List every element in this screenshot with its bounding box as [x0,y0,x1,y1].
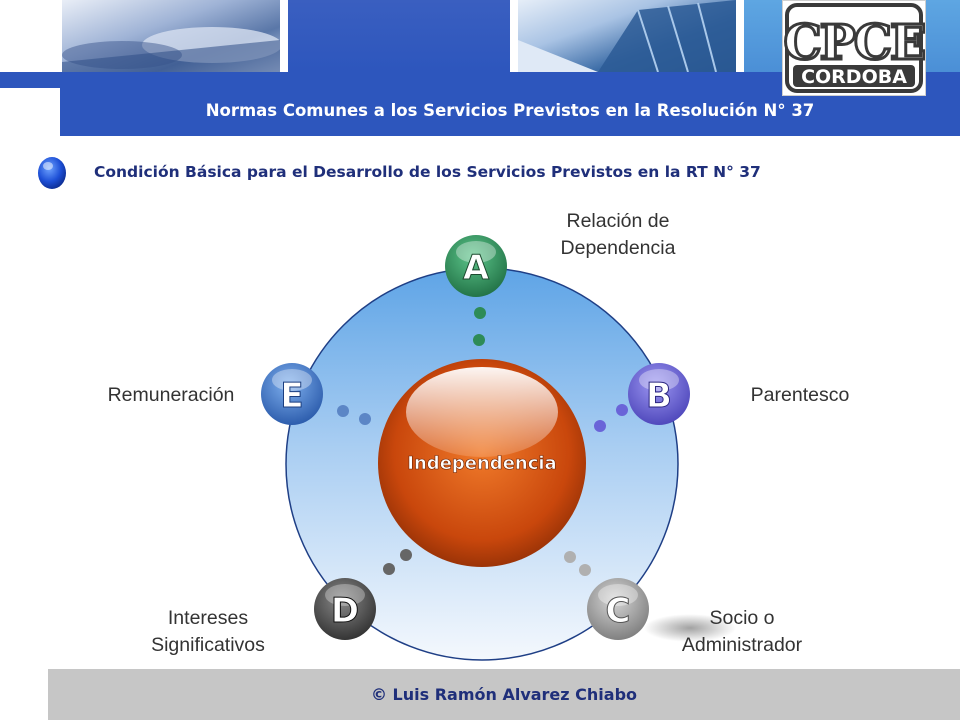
header-photo-building [518,0,736,72]
node-e-label: Remuneración [86,382,256,409]
node-c: C [587,578,736,642]
header-accent-gap [0,72,60,88]
connector-dots-d [383,549,412,575]
center-node: Independencia [378,359,586,567]
node-e-label-line1: Remuneración [107,384,235,406]
node-c-label-line1: Socio o [709,607,775,629]
header-photo-keyboard [62,0,280,72]
cpce-logo: CPCE CORDOBA [782,0,928,96]
bullet-icon [38,157,66,189]
node-b-letter: B [646,376,672,416]
footer-bar [48,669,960,720]
logo-text-sub: CORDOBA [801,66,907,88]
node-a-letter: A [463,248,490,288]
page-title: Normas Comunes a los Servicios Previstos… [205,101,815,120]
node-d-label: Intereses Significativos [118,605,298,659]
node-a-label-line2: Dependencia [560,237,676,259]
node-a-label-line1: Relación de [566,210,670,232]
node-b-label-line1: Parentesco [750,384,850,406]
footer-copyright: © Luis Ramón Alvarez Chiabo [370,685,638,704]
node-b-label: Parentesco [730,382,870,409]
node-d-label-line1: Intereses [167,607,249,629]
building-image [518,0,736,72]
center-label: Independencia [407,453,556,474]
logo-text-main: CPCE [783,15,925,71]
node-e: E [261,363,323,425]
node-d-label-line2: Significativos [151,634,265,656]
connector-dots-e [337,405,371,425]
section-subtitle: Condición Básica para el Desarrollo de l… [94,163,761,181]
node-a-label: Relación de Dependencia [518,208,718,262]
node-d: D [314,578,376,640]
title-bar [60,88,960,136]
node-e-letter: E [280,376,303,416]
keyboard-hands-image [62,27,280,72]
node-a: A [445,235,507,297]
logo-graphic: CPCE CORDOBA [782,3,928,93]
node-d-letter: D [331,591,359,631]
header-photo-blue [288,0,510,72]
node-c-letter: C [606,591,631,631]
connector-dots-b [594,404,628,432]
connector-dots-c [564,551,591,576]
node-b: B [628,363,690,425]
node-c-label-line2: Administrador [681,634,803,656]
node-c-label: Socio o Administrador [652,605,832,659]
connector-dots-a [473,307,486,346]
header-accent-bar [0,72,960,88]
